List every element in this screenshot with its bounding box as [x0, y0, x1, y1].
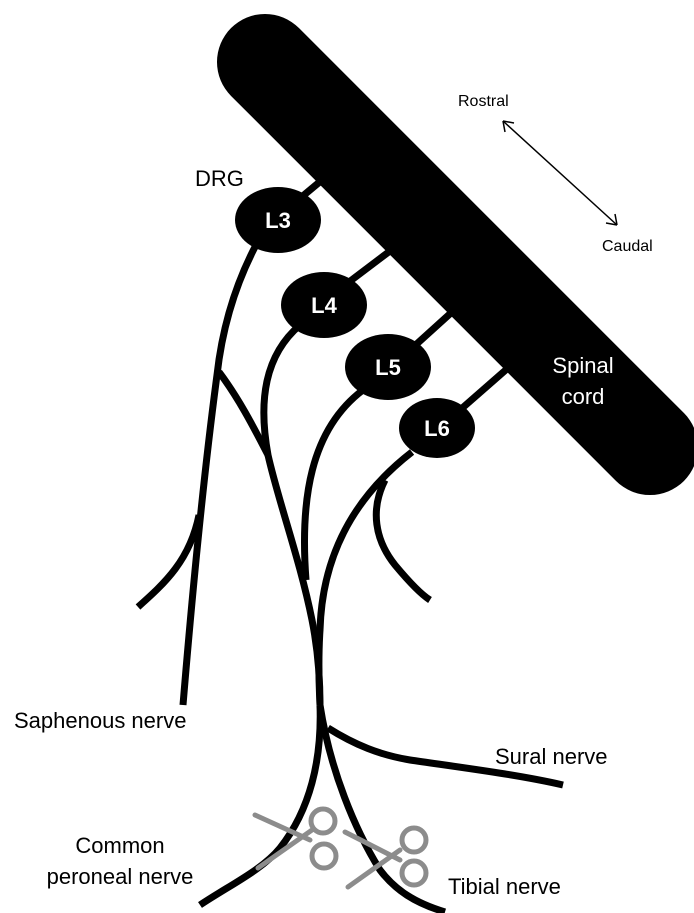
- l4-spinal-nerve: [264, 325, 320, 705]
- ganglion-l6-label: L6: [424, 416, 450, 441]
- caudal-label: Caudal: [602, 238, 653, 255]
- double-arrow-icon: [503, 121, 617, 225]
- saphenous-nerve-label: Saphenous nerve: [14, 708, 186, 733]
- common-peroneal-label-line2: peroneal nerve: [47, 864, 194, 889]
- l3-spinal-nerve: [183, 245, 256, 705]
- sural-nerve-label: Sural nerve: [495, 744, 608, 769]
- l6-root: [460, 368, 508, 410]
- l6-spinal-nerve: [319, 452, 412, 705]
- l6-side-branch: [376, 480, 430, 600]
- common-peroneal-nerve: [200, 705, 320, 905]
- rostral-label: Rostral: [458, 93, 509, 110]
- common-peroneal-label-line1: Common: [75, 833, 164, 858]
- ganglion-l6: L6: [399, 398, 475, 458]
- ganglion-l5: L5: [345, 334, 431, 400]
- ganglion-l3-label: L3: [265, 208, 291, 233]
- ganglion-l4: L4: [281, 272, 367, 338]
- drg-label: DRG: [195, 166, 244, 191]
- spinal-cord-label-line2: cord: [562, 384, 605, 409]
- tibial-nerve-label: Tibial nerve: [448, 874, 561, 899]
- ganglion-l4-label: L4: [311, 293, 337, 318]
- spinal-cord-label-line1: Spinal: [552, 353, 613, 378]
- ganglion-l3: L3: [235, 187, 321, 253]
- ganglion-l5-label: L5: [375, 355, 401, 380]
